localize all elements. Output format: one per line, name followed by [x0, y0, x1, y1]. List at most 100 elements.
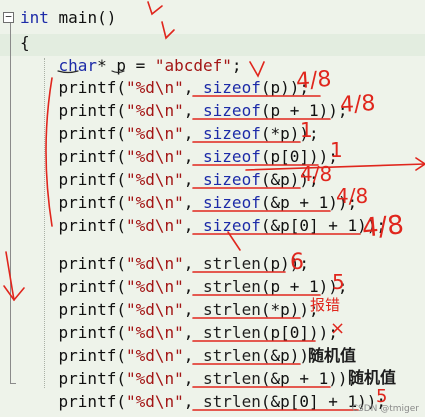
fold-guide-line	[10, 23, 11, 383]
code-line-open-brace: {	[20, 33, 30, 52]
code-line-strlen-3: printf("%d\n", strlen(*p));	[20, 300, 319, 319]
current-line-highlight	[0, 34, 425, 56]
format-string: "%d\n"	[125, 170, 184, 189]
ink-line-right	[245, 163, 425, 171]
sizeof-args: (&p + 1));	[260, 193, 358, 212]
format-string: "%d\n"	[125, 323, 184, 342]
format-string: "%d\n"	[125, 369, 184, 388]
answer-sizeof-1: 4/8	[295, 66, 333, 95]
watermark: CSDN @tmiger	[351, 404, 419, 414]
printf-call: printf(	[58, 147, 126, 166]
printf-call: printf(	[58, 346, 126, 365]
answer-sizeof-2: 4/8	[339, 91, 377, 118]
sizeof-args: (p[0]));	[260, 147, 338, 166]
strlen-args: (p[0]));	[260, 323, 338, 342]
comma: ,	[183, 254, 204, 273]
code-line-sizeof-3: printf("%d\n", sizeof(*p));	[20, 124, 319, 143]
printf-call: printf(	[58, 216, 126, 235]
printf-call: printf(	[58, 369, 126, 388]
format-string: "%d\n"	[125, 254, 184, 273]
code-line-sizeof-2: printf("%d\n", sizeof(p + 1));	[20, 101, 348, 120]
comma: ,	[183, 369, 204, 388]
declaration-rest: * p =	[97, 56, 155, 75]
comma: ,	[183, 392, 204, 411]
format-string: "%d\n"	[125, 78, 184, 97]
answer-strlen-6: 随机值	[348, 368, 397, 387]
printf-call: printf(	[58, 323, 126, 342]
ink-stroke-top	[147, 1, 163, 16]
sizeof-args: (&p));	[260, 170, 319, 189]
sizeof-keyword: sizeof	[203, 124, 261, 143]
ink-bracket-sizeof	[45, 77, 53, 227]
code-line-strlen-7: printf("%d\n", strlen(&p[0] + 1));	[20, 392, 387, 411]
strlen-args: (&p));	[260, 346, 319, 365]
comma: ,	[183, 78, 204, 97]
format-string: "%d\n"	[125, 147, 184, 166]
comma: ,	[183, 216, 204, 235]
code-line-declaration: char* p = "abcdef";	[20, 56, 242, 75]
format-string: "%d\n"	[125, 193, 184, 212]
sizeof-args: (*p));	[260, 124, 319, 143]
code-line-strlen-2: printf("%d\n", strlen(p + 1));	[20, 277, 348, 296]
answer-sizeof-5: 4/8	[300, 162, 333, 186]
fold-collapse-icon[interactable]: −	[3, 11, 14, 23]
comma: ,	[183, 101, 204, 120]
ink-arrow-left-head	[3, 285, 25, 302]
sizeof-keyword: sizeof	[203, 193, 261, 212]
strlen-function: strlen	[203, 392, 261, 411]
comma: ,	[183, 124, 204, 143]
format-string: "%d\n"	[125, 216, 184, 235]
code-line-main: int main()	[20, 8, 116, 27]
type-char: char	[58, 56, 98, 75]
code-line-sizeof-1: printf("%d\n", sizeof(p));	[20, 78, 309, 97]
declaration-end: ;	[231, 56, 242, 75]
strlen-args: (*p));	[260, 300, 319, 319]
answer-sizeof-6: 4/8	[336, 184, 369, 208]
strlen-function: strlen	[203, 254, 261, 273]
strlen-args: (p));	[260, 254, 309, 273]
strlen-function: strlen	[203, 277, 261, 296]
printf-call: printf(	[58, 124, 126, 143]
format-string: "%d\n"	[125, 277, 184, 296]
answer-strlen-4: ×	[330, 318, 346, 339]
printf-call: printf(	[58, 193, 126, 212]
strlen-function: strlen	[203, 369, 261, 388]
strlen-args: (p + 1));	[260, 277, 348, 296]
format-string: "%d\n"	[125, 101, 184, 120]
printf-call: printf(	[58, 300, 126, 319]
ink-arrow-right-head	[415, 157, 425, 171]
function-signature: main()	[48, 8, 117, 27]
answer-sizeof-4: 1	[330, 138, 343, 162]
sizeof-keyword: sizeof	[203, 216, 261, 235]
format-string: "%d\n"	[125, 124, 184, 143]
ink-arrow-strlen	[227, 231, 241, 251]
ink-stroke-top-2	[161, 21, 175, 40]
code-line-sizeof-5: printf("%d\n", sizeof(&p));	[20, 170, 319, 189]
answer-strlen-7: 5	[376, 386, 388, 407]
string-literal: "abcdef"	[154, 56, 232, 75]
sizeof-keyword: sizeof	[203, 101, 261, 120]
comma: ,	[183, 170, 204, 189]
strlen-function: strlen	[203, 300, 261, 319]
answer-strlen-3: 报错	[310, 296, 341, 314]
sizeof-args: (p));	[260, 78, 309, 97]
printf-call: printf(	[58, 392, 126, 411]
answer-strlen-2: 5	[332, 270, 345, 294]
code-line-strlen-5: printf("%d\n", strlen(&p));	[20, 346, 319, 365]
code-line-sizeof-7: printf("%d\n", sizeof(&p[0] + 1));	[20, 216, 387, 235]
ink-underline-char	[57, 70, 79, 74]
printf-call: printf(	[58, 78, 126, 97]
printf-call: printf(	[58, 101, 126, 120]
comma: ,	[183, 346, 204, 365]
printf-call: printf(	[58, 277, 126, 296]
answer-strlen-5: 随机值	[308, 346, 357, 365]
strlen-function: strlen	[203, 346, 261, 365]
sizeof-args: (p + 1));	[260, 101, 348, 120]
sizeof-args: (&p[0] + 1));	[260, 216, 387, 235]
comma: ,	[183, 300, 204, 319]
keyword-int: int	[20, 8, 49, 27]
ink-check-arrow	[249, 61, 265, 78]
comma: ,	[183, 323, 204, 342]
